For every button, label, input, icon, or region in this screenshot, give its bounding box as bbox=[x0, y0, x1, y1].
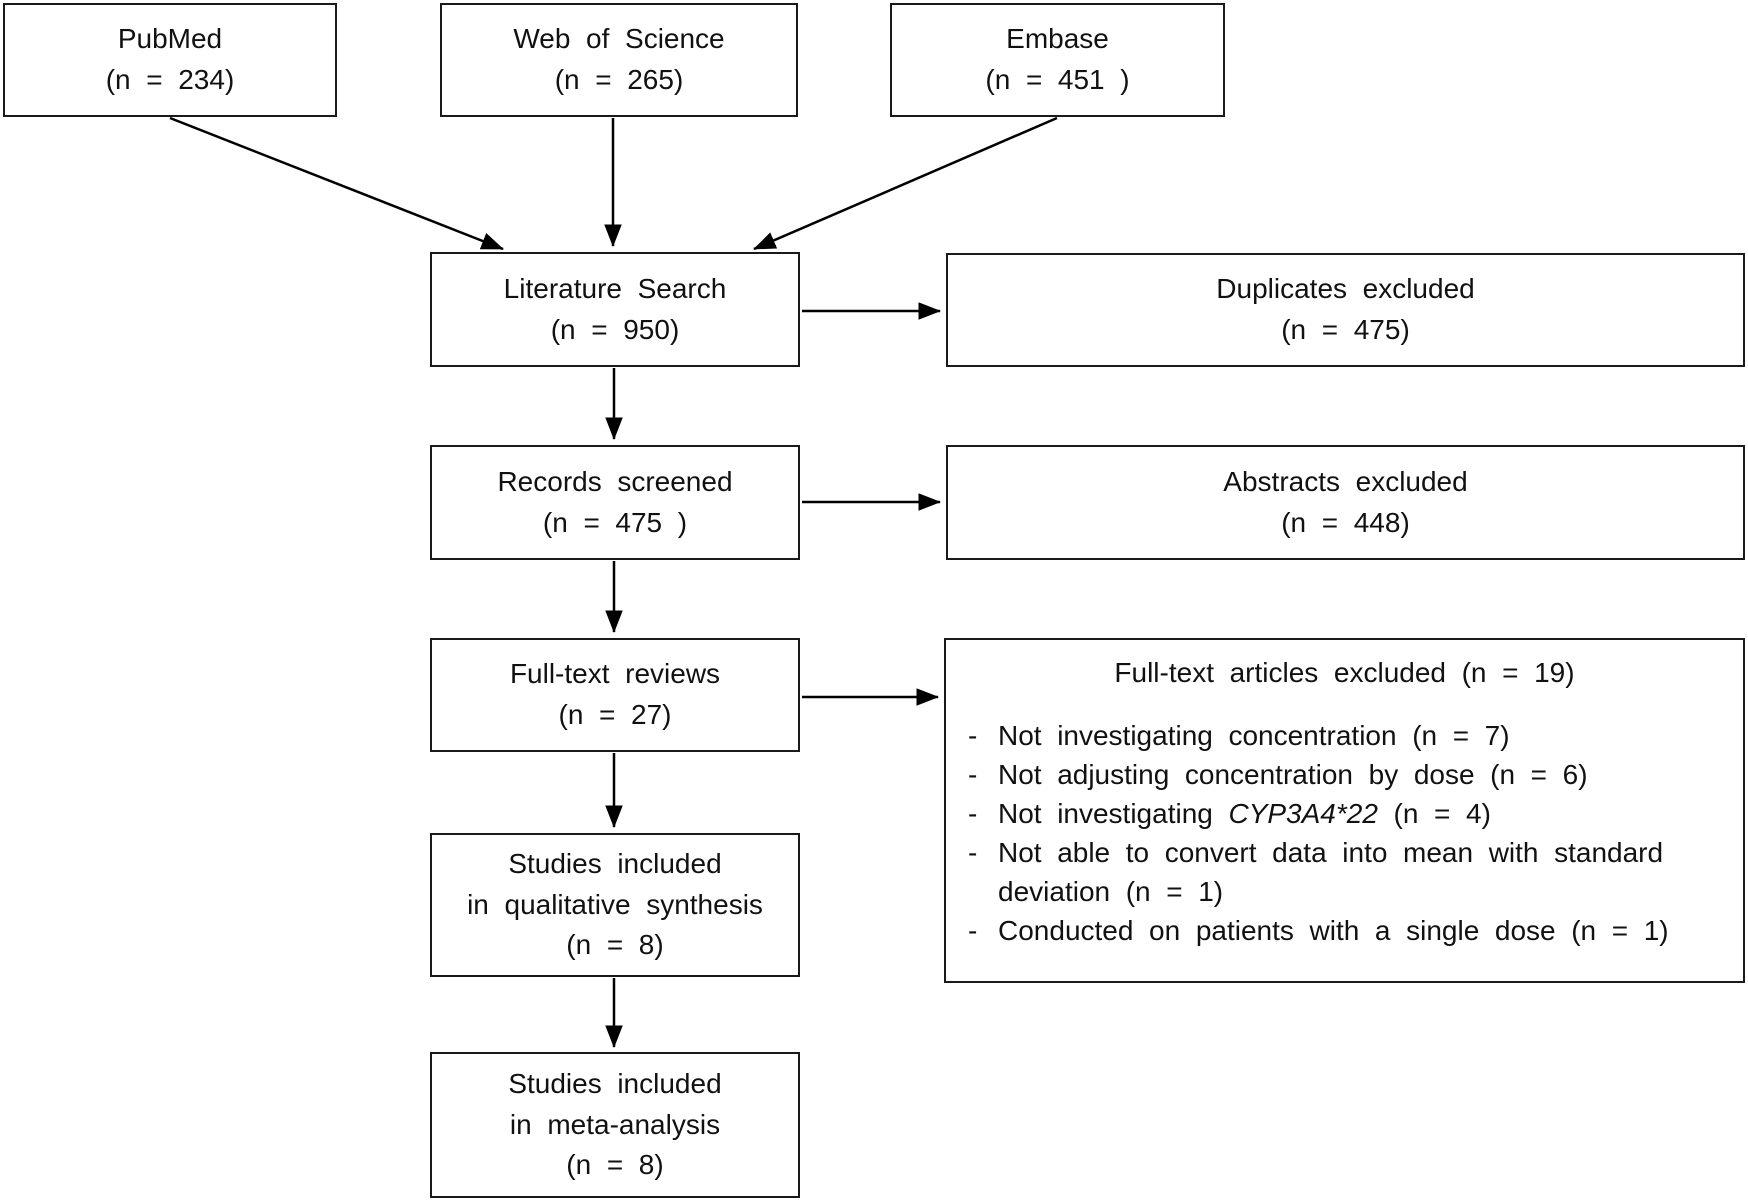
gene-name-italic: CYP3A4*22 bbox=[1228, 797, 1378, 829]
box-qualitative-synthesis-line1: Studies included bbox=[508, 848, 722, 880]
box-qualitative-synthesis-count: (n = 8) bbox=[566, 929, 664, 961]
box-abstracts-excluded: Abstracts excluded (n = 448) bbox=[946, 445, 1745, 560]
dash-bullet: - bbox=[968, 836, 978, 868]
box-pubmed-count: (n = 234) bbox=[105, 64, 235, 95]
dash-bullet: - bbox=[968, 914, 978, 946]
box-literature-search-title: Literature Search bbox=[503, 272, 727, 304]
box-full-text-reviews: Full-text reviews (n = 27) bbox=[430, 638, 800, 752]
dash-bullet: - bbox=[968, 719, 978, 751]
exclusion-reason-text: Not able to convert data into mean with … bbox=[998, 836, 1664, 907]
box-embase-count: (n = 451 ) bbox=[985, 64, 1130, 95]
box-web-of-science-count: (n = 265) bbox=[554, 64, 684, 95]
exclusion-reason-prefix: Not investigating bbox=[998, 797, 1229, 829]
list-item: - Conducted on patients with a single do… bbox=[946, 911, 1743, 950]
box-embase: Embase (n = 451 ) bbox=[890, 3, 1225, 117]
list-item: - Not adjusting concentration by dose (n… bbox=[946, 755, 1743, 794]
box-duplicates-excluded-title: Duplicates excluded bbox=[1216, 273, 1475, 305]
arrow-embase-to-literature-search bbox=[753, 116, 1058, 251]
box-records-screened-title: Records screened bbox=[497, 465, 733, 497]
list-item: - Not investigating concentration (n = 7… bbox=[946, 716, 1743, 755]
box-full-text-reviews-title: Full-text reviews bbox=[509, 658, 721, 690]
exclusion-reason-text: Not adjusting concentration by dose (n =… bbox=[998, 758, 1588, 790]
box-pubmed: PubMed (n = 234) bbox=[3, 3, 337, 117]
box-qualitative-synthesis-line2: in qualitative synthesis bbox=[467, 888, 763, 920]
box-qualitative-synthesis: Studies included in qualitative synthesi… bbox=[430, 833, 800, 977]
exclusion-reason-text: Not investigating CYP3A4*22 (n = 4) bbox=[998, 794, 1743, 833]
box-full-text-reviews-count: (n = 27) bbox=[558, 699, 672, 730]
box-full-text-articles-excluded-title: Full-text articles excluded (n = 19) bbox=[1114, 657, 1575, 688]
list-item: - Not investigating CYP3A4*22 (n = 4) bbox=[946, 794, 1743, 833]
exclusion-reason-text: Not investigating concentration (n = 7) bbox=[998, 719, 1510, 751]
box-web-of-science: Web of Science (n = 265) bbox=[440, 3, 798, 117]
box-meta-analysis-line1: Studies included bbox=[508, 1068, 722, 1100]
list-item: - Not able to convert data into mean wit… bbox=[946, 833, 1743, 911]
box-records-screened: Records screened (n = 475 ) bbox=[430, 445, 800, 560]
dash-bullet: - bbox=[968, 797, 978, 829]
exclusion-reason-suffix: (n = 4) bbox=[1377, 797, 1491, 829]
box-pubmed-title: PubMed bbox=[117, 23, 223, 55]
box-duplicates-excluded-count: (n = 475) bbox=[1281, 314, 1410, 345]
box-meta-analysis: Studies included in meta-analysis (n = 8… bbox=[430, 1052, 800, 1198]
box-abstracts-excluded-count: (n = 448) bbox=[1281, 506, 1410, 538]
dash-bullet: - bbox=[968, 758, 978, 790]
arrow-pubmed-to-literature-search bbox=[169, 116, 504, 251]
exclusion-reason-text: Conducted on patients with a single dose… bbox=[998, 914, 1669, 946]
box-duplicates-excluded: Duplicates excluded (n = 475) bbox=[946, 253, 1745, 367]
box-web-of-science-title: Web of Science bbox=[513, 23, 725, 55]
box-full-text-articles-excluded: Full-text articles excluded (n = 19) - N… bbox=[944, 638, 1745, 983]
box-literature-search-count: (n = 950) bbox=[550, 313, 680, 345]
box-literature-search: Literature Search (n = 950) bbox=[430, 252, 800, 367]
box-meta-analysis-count: (n = 8) bbox=[566, 1149, 664, 1181]
box-embase-title: Embase bbox=[1006, 23, 1109, 55]
box-records-screened-count: (n = 475 ) bbox=[542, 506, 688, 538]
box-abstracts-excluded-title: Abstracts excluded bbox=[1223, 465, 1468, 497]
exclusion-reason-list: - Not investigating concentration (n = 7… bbox=[946, 716, 1743, 950]
box-meta-analysis-line2: in meta-analysis bbox=[509, 1108, 721, 1140]
